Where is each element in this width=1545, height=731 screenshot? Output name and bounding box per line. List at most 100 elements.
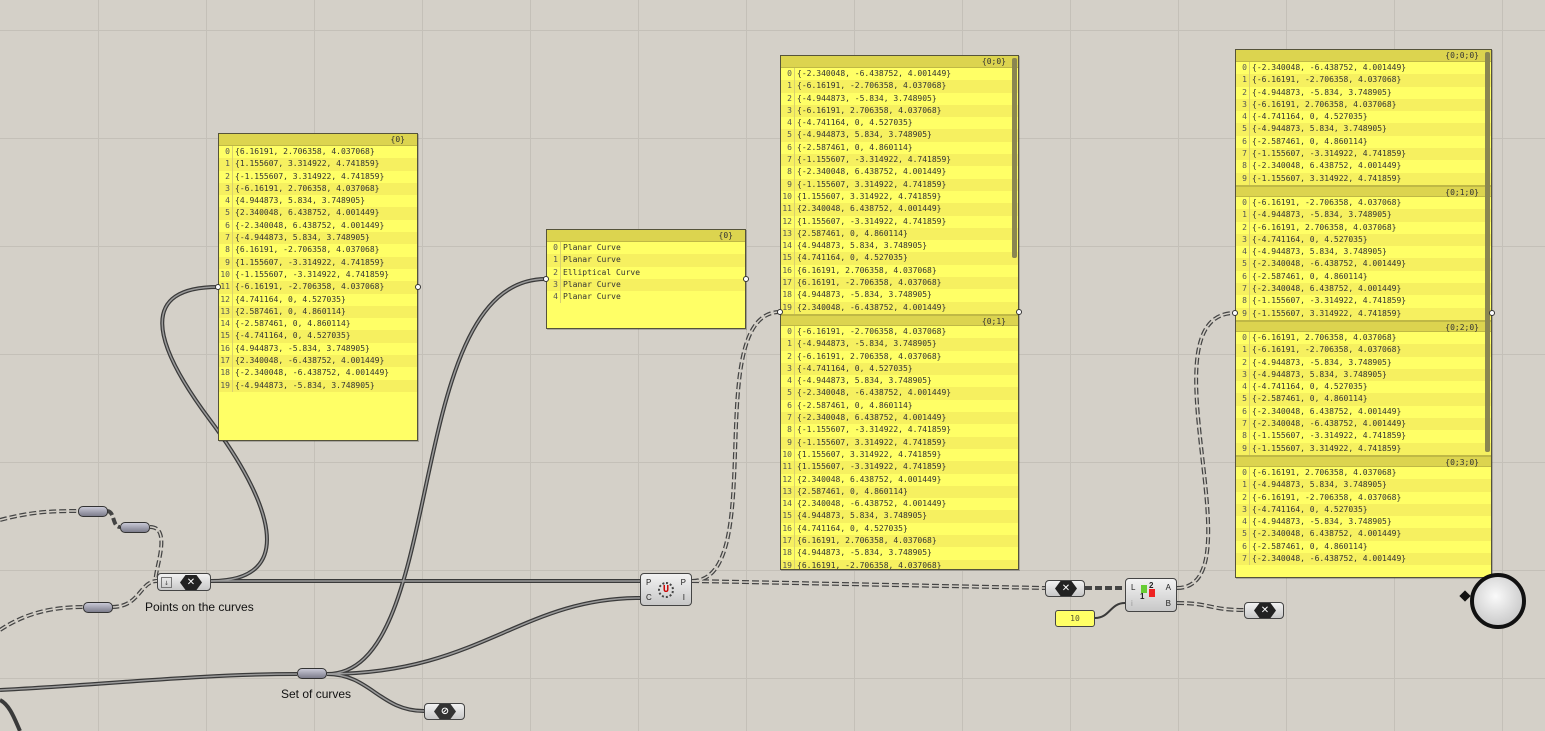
list-item: 7{-1.155607, -3.314922, 4.741859} <box>781 154 1018 167</box>
item-value: {-4.944873, 5.834, 3.748905} <box>1252 124 1387 134</box>
item-value: {-2.340048, 6.438752, 4.001449} <box>1252 284 1402 294</box>
output-grip[interactable] <box>1489 310 1495 316</box>
list-item: 0{-2.340048, -6.438752, 4.001449} <box>781 68 1018 81</box>
input-grip[interactable] <box>777 309 783 315</box>
item-index: 16 <box>781 522 795 535</box>
panel-points[interactable]: {0} 0{6.16191, 2.706358, 4.037068}1{1.15… <box>218 133 418 441</box>
item-index: 9 <box>1236 442 1250 455</box>
list-item: 3{-4.741164, 0, 4.527035} <box>781 362 1018 376</box>
item-value: {1.155607, 3.314922, 4.741859} <box>235 159 380 169</box>
item-index: 13 <box>219 305 233 319</box>
relay-node[interactable] <box>78 506 108 517</box>
input-port-l[interactable]: L <box>1131 583 1136 592</box>
list-item: 9{-1.155607, 3.314922, 4.741859} <box>1236 442 1491 455</box>
item-value: {-6.16191, 2.706358, 4.037068} <box>797 105 942 115</box>
number-panel[interactable]: 10 <box>1055 610 1095 627</box>
item-value: {-4.741164, 0, 4.527035} <box>797 363 913 373</box>
item-value: {-4.944873, 5.834, 3.748905} <box>797 130 932 140</box>
branch-path: {0;2;0} <box>1236 319 1491 332</box>
scrollbar[interactable] <box>1012 58 1017 258</box>
item-value: {6.16191, -2.706358, 4.037068} <box>235 245 380 255</box>
input-port-i[interactable]: i <box>1131 599 1133 608</box>
output-port-p[interactable]: P <box>680 578 686 587</box>
item-index: 10 <box>781 190 795 204</box>
item-value: Planar Curve <box>563 292 621 302</box>
list-item: 18{4.944873, -5.834, 3.748905} <box>781 289 1018 302</box>
list-item: 5{-2.340048, 6.438752, 4.001449} <box>1236 528 1491 541</box>
panel-sorted-points[interactable]: {0;0}0{-2.340048, -6.438752, 4.001449}1{… <box>780 55 1019 570</box>
item-index: 4 <box>547 291 561 304</box>
list-item: 5{2.340048, 6.438752, 4.001449} <box>219 207 417 220</box>
item-index: 12 <box>781 473 795 486</box>
split-list-component[interactable]: L i A B 1 2 <box>1125 578 1177 612</box>
item-value: {-6.16191, 2.706358, 4.037068} <box>235 183 380 193</box>
list-item: 8{-2.340048, 6.438752, 4.001449} <box>781 166 1018 179</box>
item-index: 15 <box>781 510 795 523</box>
branch-items: 0{-6.16191, -2.706358, 4.037068}1{-4.944… <box>1236 196 1491 320</box>
item-index: 4 <box>781 117 795 130</box>
scrollbar[interactable] <box>1485 52 1490 452</box>
item-value: {1.155607, 3.314922, 4.741859} <box>797 191 942 201</box>
output-grip[interactable] <box>1016 309 1022 315</box>
curves-relay[interactable] <box>297 668 327 679</box>
list-item: 7{-2.340048, 6.438752, 4.001449} <box>1236 283 1491 296</box>
input-grip[interactable] <box>215 284 221 290</box>
geometry-param[interactable]: ⊘ <box>424 703 465 720</box>
list-item: 10{1.155607, 3.314922, 4.741859} <box>781 190 1018 204</box>
item-value: {-1.155607, -3.314922, 4.741859} <box>235 269 390 279</box>
input-port-c[interactable]: C <box>646 593 652 602</box>
output-port-b[interactable]: B <box>1165 599 1171 608</box>
list-item: 2{-6.16191, 2.706358, 4.037068} <box>1236 221 1491 234</box>
list-item: 15{-4.741164, 0, 4.527035} <box>219 330 417 343</box>
list-item: 12{4.741164, 0, 4.527035} <box>219 293 417 306</box>
item-index: 3 <box>781 362 795 376</box>
item-index: 2 <box>781 350 795 363</box>
item-index: 8 <box>1236 430 1250 443</box>
branch-path: {0;1;0} <box>1236 184 1491 197</box>
list-item: 4{-4.944873, 5.834, 3.748905} <box>781 375 1018 388</box>
sort-points-component[interactable]: P C P I U <box>640 573 692 606</box>
output-grip[interactable] <box>415 284 421 290</box>
points-param-b[interactable]: ✕ <box>1244 602 1284 619</box>
item-index: 0 <box>781 325 795 339</box>
list-item: 6{-2.340048, 6.438752, 4.001449} <box>219 219 417 233</box>
item-value: {-6.16191, -2.706358, 4.037068} <box>1252 197 1402 207</box>
points-param-out[interactable]: ✕ <box>1045 580 1085 597</box>
item-value: {2.340048, 6.438752, 4.001449} <box>797 204 942 214</box>
relay-node[interactable] <box>83 602 113 613</box>
relay-node[interactable] <box>120 522 150 533</box>
list-item: 19{6.16191, -2.706358, 4.037068} <box>781 559 1018 569</box>
input-port-p[interactable]: P <box>646 578 652 587</box>
item-index: 5 <box>1236 393 1250 406</box>
input-grip[interactable] <box>1232 310 1238 316</box>
list-item: 9{-1.155607, 3.314922, 4.741859} <box>1236 307 1491 320</box>
list-item: 8{6.16191, -2.706358, 4.037068} <box>219 244 417 257</box>
item-index: 4 <box>781 375 795 388</box>
branch-path: {0;0;0} <box>1236 50 1491 62</box>
item-value: {-2.587461, 0, 4.860114} <box>797 142 913 152</box>
list-item: 9{1.155607, -3.314922, 4.741859} <box>219 256 417 269</box>
item-index: 10 <box>219 268 233 282</box>
item-value: {-2.587461, 0, 4.860114} <box>797 400 913 410</box>
item-index: 6 <box>1236 270 1250 284</box>
item-index: 6 <box>219 219 233 233</box>
item-index: 0 <box>1236 466 1250 480</box>
item-index: 4 <box>1236 246 1250 259</box>
points-param[interactable]: ↓ ✕ <box>157 573 211 591</box>
item-value: {6.16191, 2.706358, 4.037068} <box>797 265 937 275</box>
list-item: 0{-2.340048, -6.438752, 4.001449} <box>1236 62 1491 75</box>
output-port-a[interactable]: A <box>1165 583 1171 592</box>
item-index: 7 <box>1236 552 1250 566</box>
list-item: 18{-2.340048, -6.438752, 4.001449} <box>219 367 417 380</box>
output-port-i[interactable]: I <box>682 593 685 602</box>
item-value: {1.155607, 3.314922, 4.741859} <box>797 449 942 459</box>
panel-split-points[interactable]: {0;0;0}0{-2.340048, -6.438752, 4.001449}… <box>1235 49 1492 578</box>
list-item: 16{6.16191, 2.706358, 4.037068} <box>781 264 1018 278</box>
item-value: {-2.587461, 0, 4.860114} <box>235 319 351 329</box>
navigation-compass[interactable] <box>1470 573 1526 629</box>
output-grip[interactable] <box>743 276 749 282</box>
input-grip[interactable] <box>543 276 549 282</box>
